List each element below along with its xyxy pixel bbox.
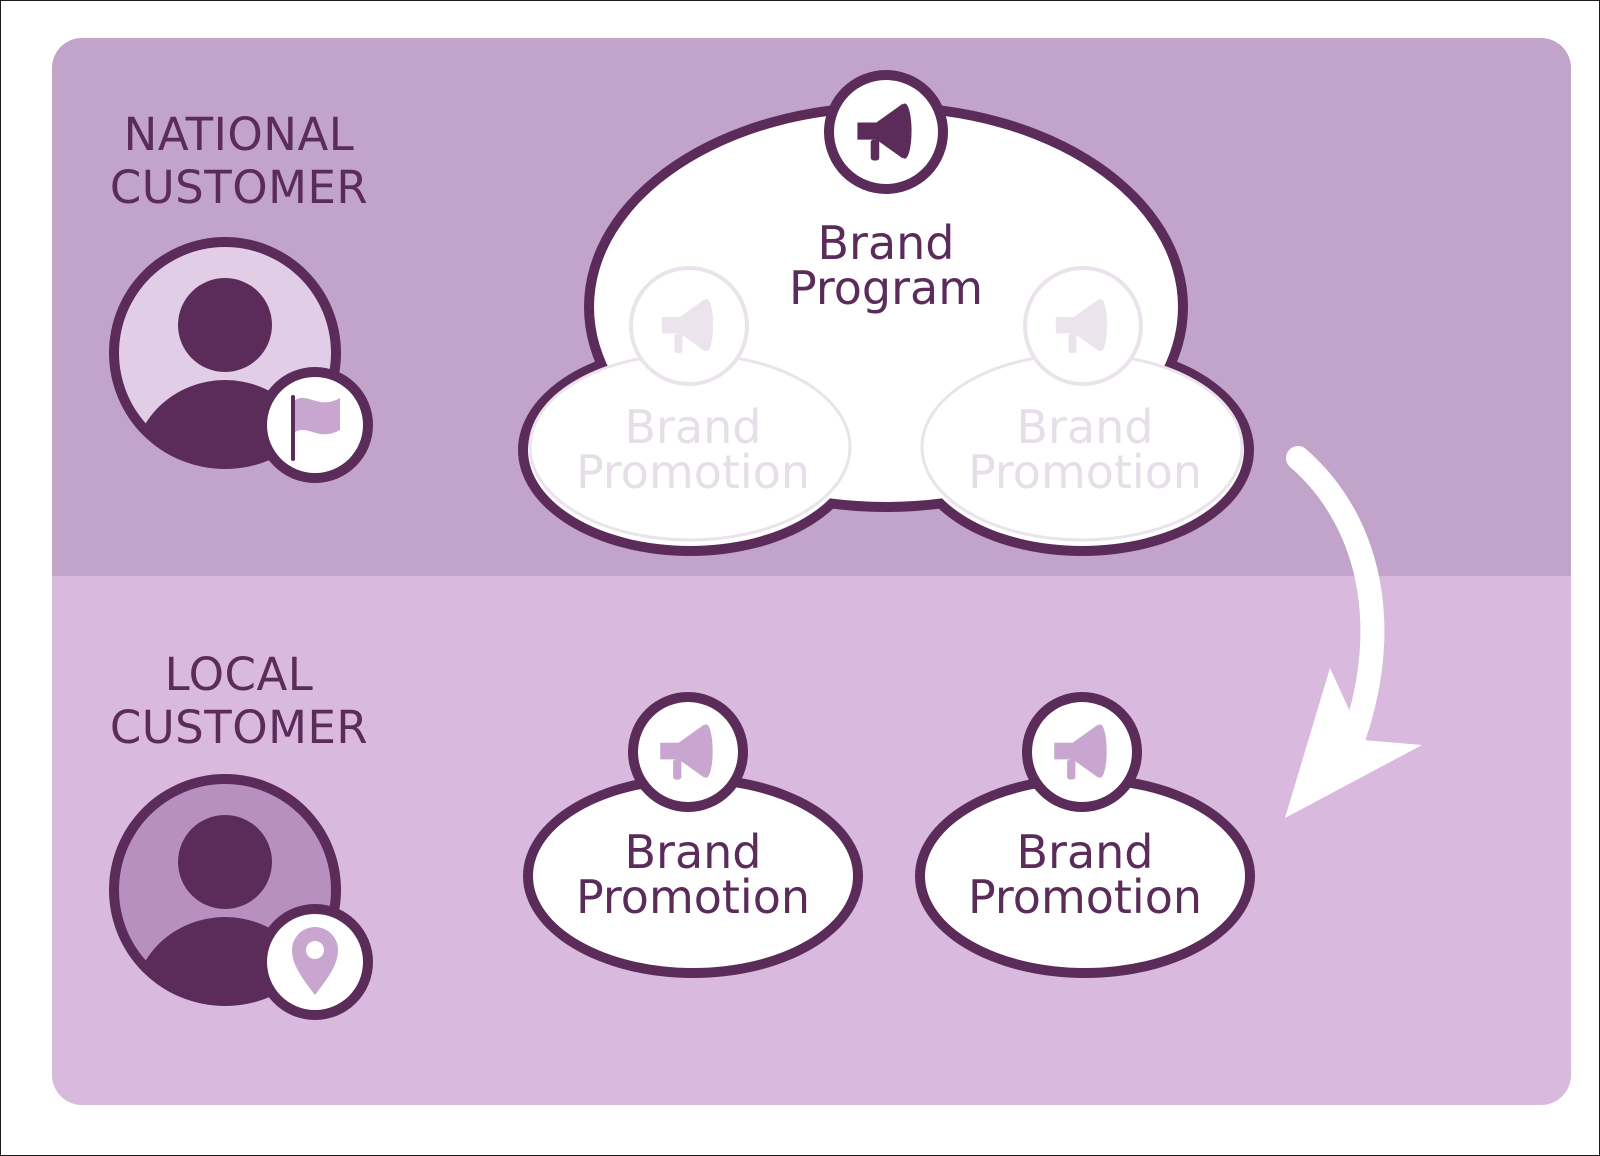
local-promotion-left-line2: Promotion: [576, 870, 810, 924]
faded-promotion-left-line2: Promotion: [576, 445, 810, 499]
brand-program-label-line1: Brand: [817, 216, 954, 270]
faded-megaphone-icon-right: [1023, 266, 1143, 386]
brand-program-megaphone-icon: [824, 70, 948, 194]
local-promotion-right-megaphone-icon: [1022, 692, 1142, 812]
faded-megaphone-icon-left: [629, 266, 749, 386]
national-title-line2: CUSTOMER: [109, 161, 369, 214]
local-promotion-right-line1: Brand: [1016, 825, 1153, 879]
local-promotion-left-megaphone-icon: [628, 692, 748, 812]
national-customer-avatar: [109, 237, 373, 483]
faded-promotion-right-line1: Brand: [1016, 400, 1153, 454]
local-promotion-left-line1: Brand: [624, 825, 761, 879]
flag-icon: [257, 367, 373, 483]
local-promotion-right-line2: Promotion: [968, 870, 1202, 924]
local-title-line1: LOCAL: [164, 648, 314, 701]
national-customer-title: NATIONAL CUSTOMER: [89, 108, 389, 214]
national-title-line1: NATIONAL: [123, 108, 355, 161]
local-promotion-right: [915, 774, 1255, 978]
local-customer-avatar: [109, 774, 373, 1020]
faded-promotion-right-line2: Promotion: [968, 445, 1202, 499]
local-promotion-left: [523, 774, 863, 978]
curved-arrow-icon: [1285, 446, 1422, 818]
local-title-line2: CUSTOMER: [109, 701, 369, 754]
brand-program-label-line2: Program: [789, 261, 983, 315]
local-customer-title: LOCAL CUSTOMER: [89, 648, 389, 754]
brand-program-cluster: [518, 102, 1254, 556]
faded-promotion-left-line1: Brand: [624, 400, 761, 454]
location-pin-icon: [257, 904, 373, 1020]
